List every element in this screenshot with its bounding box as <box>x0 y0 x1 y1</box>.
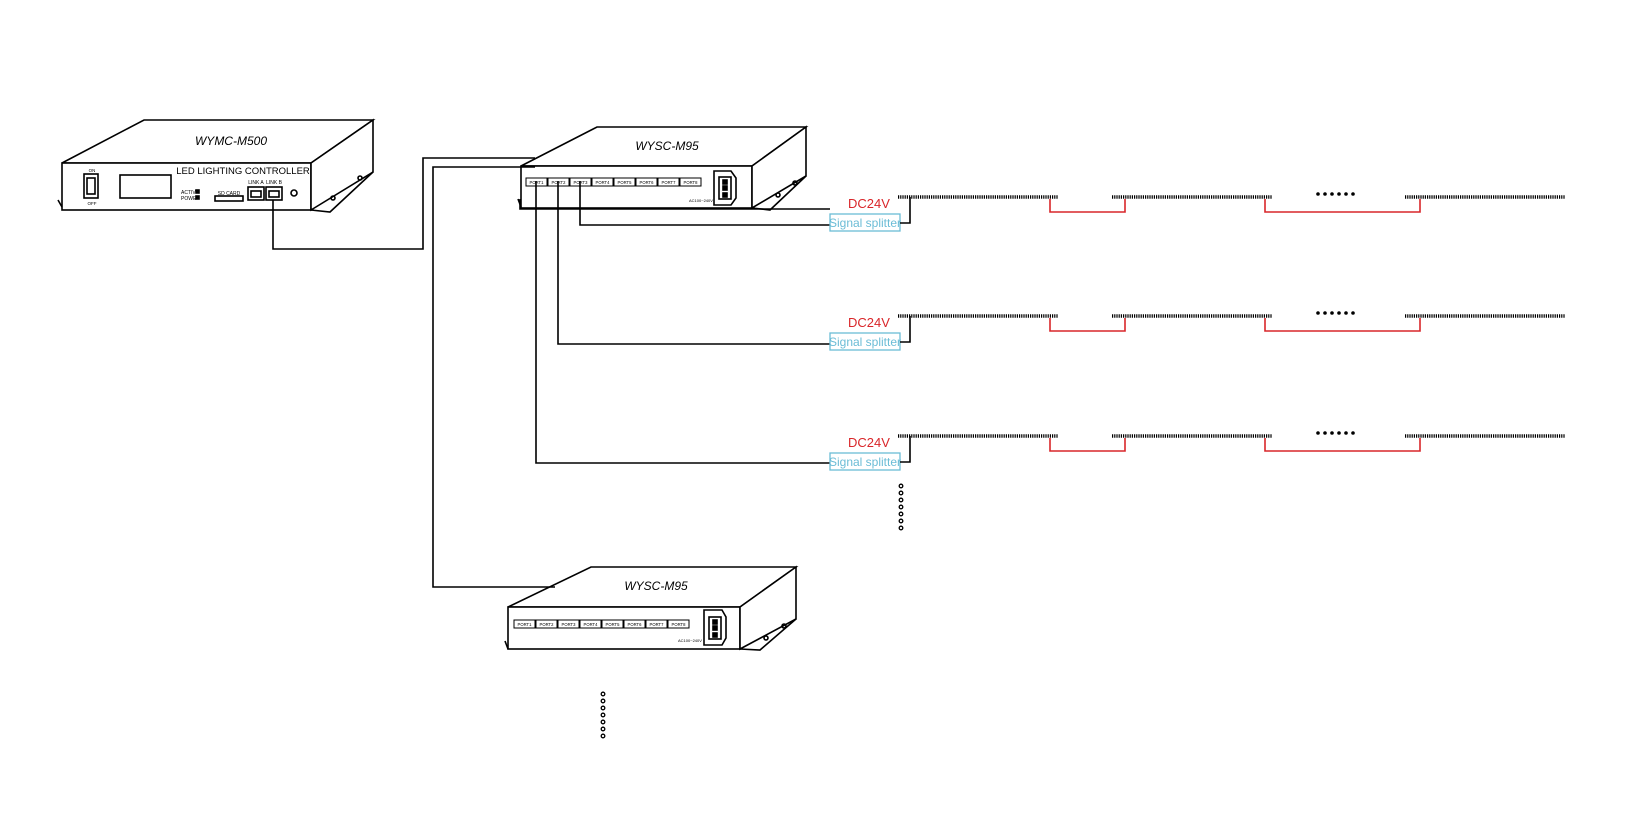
port-label: PORT8 <box>684 180 699 185</box>
port-label: PORT4 <box>596 180 611 185</box>
splitter-bottom-model-label: WYSC-M95 <box>624 579 688 593</box>
switch-on-label: ON <box>89 168 96 173</box>
sd-card-slot <box>214 195 244 202</box>
port-label: PORT6 <box>628 622 643 627</box>
port-8: PORT8 <box>679 177 702 187</box>
controller-device <box>57 118 376 213</box>
port-label: PORT5 <box>606 622 621 627</box>
port-label: PORT5 <box>618 180 633 185</box>
controller-model-label: WYMC-M500 <box>195 134 267 148</box>
port-2: PORT2 <box>535 619 558 629</box>
indicator-active-label: ACTIV <box>181 190 196 196</box>
port-label: PORT4 <box>584 622 599 627</box>
port-label: PORT1 <box>530 180 545 185</box>
signal-splitter: Signal splitter <box>829 452 901 471</box>
data-cables <box>272 157 830 588</box>
power-jumper <box>1264 199 1421 213</box>
port-label: PORT8 <box>672 622 687 627</box>
continuation-dots <box>600 483 904 739</box>
signal-splitter-label: Signal splitter <box>829 216 901 230</box>
switch-off-label: OFF <box>88 201 97 206</box>
port-label: PORT1 <box>518 622 533 627</box>
splitter-top-power-label: AC100~240V <box>689 198 713 203</box>
power-jumper <box>1049 318 1126 332</box>
port-4: PORT4 <box>591 177 614 187</box>
port-label: PORT2 <box>540 622 555 627</box>
channel-3: DC24V Signal splitter <box>829 431 1565 471</box>
lcd-display <box>119 174 172 199</box>
port-7: PORT7 <box>645 619 668 629</box>
channel-1: DC24V Signal splitter <box>829 192 1565 232</box>
sd-card-label: SD CARD <box>218 191 241 197</box>
splitter-box-top <box>517 125 809 211</box>
port-6: PORT6 <box>623 619 646 629</box>
power-jumper <box>1264 318 1421 332</box>
splitter-bottom-port-row: PORT1 PORT2 PORT3 PORT4 PORT5 PORT6 PORT7 PORT8 <box>513 619 690 629</box>
signal-splitter-label: Signal splitter <box>829 455 901 469</box>
port-label: PORT3 <box>574 180 589 185</box>
port-8: PORT8 <box>667 619 690 629</box>
voltage-label: DC24V <box>848 196 890 211</box>
signal-splitter: Signal splitter <box>829 213 901 232</box>
controller-panel-label: LED LIGHTING CONTROLLER <box>176 166 310 177</box>
power-jumper <box>1049 199 1126 213</box>
port-1: PORT1 <box>513 619 536 629</box>
channel-2: DC24V Signal splitter <box>829 311 1565 351</box>
port-7: PORT7 <box>657 177 680 187</box>
indicator-power-label: POWE <box>181 196 197 202</box>
splitter-top-port-row: PORT1 PORT2 PORT3 PORT4 PORT5 PORT6 PORT7 PORT8 <box>525 177 702 187</box>
signal-splitter-label: Signal splitter <box>829 335 901 349</box>
port-5: PORT5 <box>613 177 636 187</box>
strip-continuation-dots <box>1316 311 1355 315</box>
port-label: PORT6 <box>640 180 655 185</box>
port-label: PORT7 <box>662 180 677 185</box>
link-b-port <box>265 186 283 201</box>
power-jumper <box>1264 438 1421 452</box>
port-5: PORT5 <box>601 619 624 629</box>
port-4: PORT4 <box>579 619 602 629</box>
link-a-port <box>247 186 265 201</box>
link-a-label: LINK A <box>248 180 264 186</box>
signal-splitter: Signal splitter <box>829 332 901 351</box>
port-label: PORT2 <box>552 180 567 185</box>
port-6: PORT6 <box>635 177 658 187</box>
strip-continuation-dots <box>1316 431 1355 435</box>
splitter-bottom-power-label: AC100~240V <box>678 638 702 643</box>
voltage-label: DC24V <box>848 435 890 450</box>
strip-continuation-dots <box>1316 192 1355 196</box>
port-label: PORT7 <box>650 622 665 627</box>
port-label: PORT3 <box>562 622 577 627</box>
splitter-top-model-label: WYSC-M95 <box>635 139 699 153</box>
power-jumper <box>1049 438 1126 452</box>
link-b-label: LINK B <box>266 180 283 186</box>
voltage-label: DC24V <box>848 315 890 330</box>
port-3: PORT3 <box>557 619 580 629</box>
